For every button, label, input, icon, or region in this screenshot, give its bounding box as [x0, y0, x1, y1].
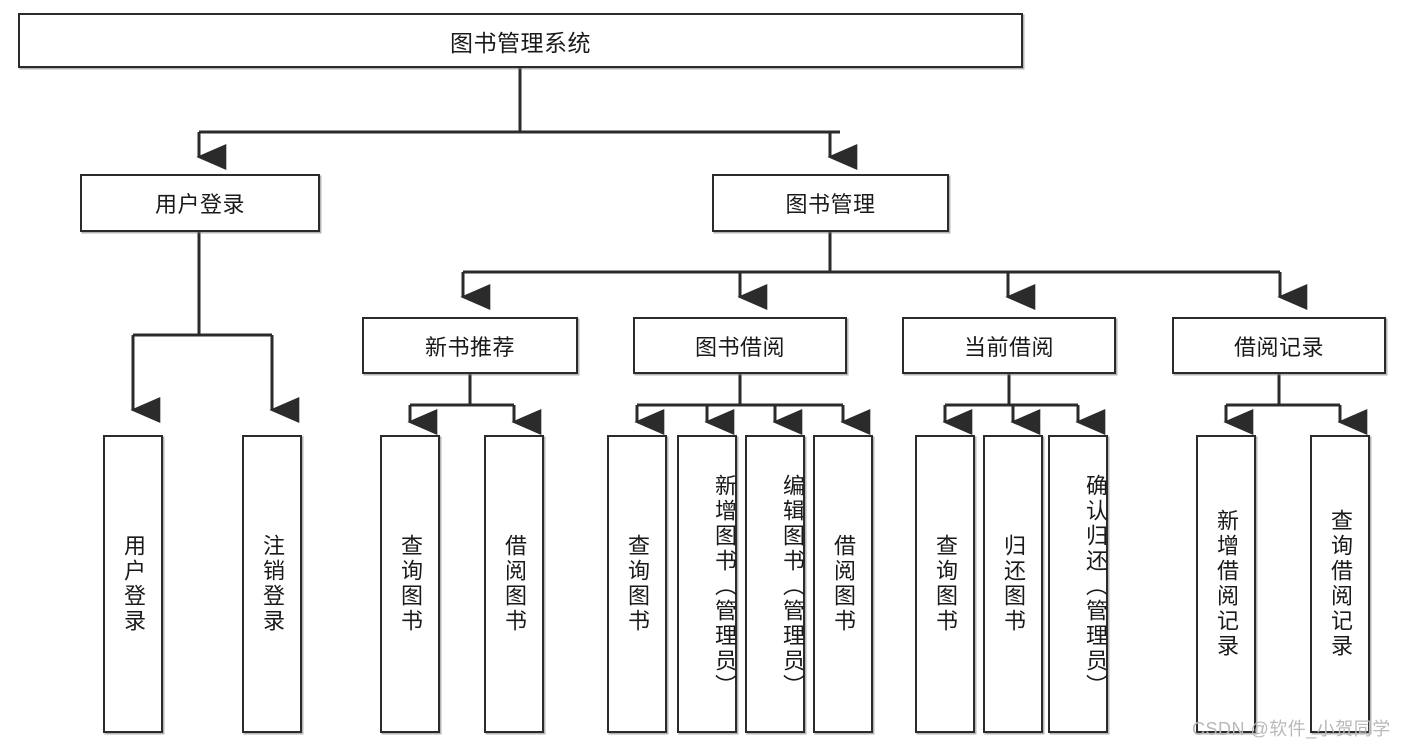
node-root-book-management-system[interactable]: 图书管理系统 — [18, 13, 1023, 68]
node-label: 编辑图书（管理员） — [780, 473, 805, 699]
node-new-book-recommend[interactable]: 新书推荐 — [362, 317, 578, 374]
node-leaf-borrow-book[interactable]: 借阅图书 — [813, 435, 873, 733]
node-label: 新增借阅记录 — [1214, 509, 1239, 659]
node-leaf-query-book-current[interactable]: 查询图书 — [915, 435, 975, 733]
node-leaf-query-borrow-record[interactable]: 查询借阅记录 — [1310, 435, 1370, 733]
node-label: 借阅图书 — [502, 534, 527, 634]
node-leaf-borrow-book-recommend[interactable]: 借阅图书 — [484, 435, 544, 733]
node-label: 借阅图书 — [831, 534, 856, 634]
node-label: 借阅记录 — [1233, 334, 1324, 360]
node-leaf-return-book[interactable]: 归还图书 — [983, 435, 1043, 733]
node-label: 当前借阅 — [963, 334, 1054, 360]
node-leaf-add-borrow-record[interactable]: 新增借阅记录 — [1196, 435, 1256, 733]
node-label: 查询图书 — [933, 534, 958, 634]
node-leaf-query-book-borrow[interactable]: 查询图书 — [607, 435, 667, 733]
node-label: 用户登录 — [121, 534, 146, 634]
node-leaf-query-book-recommend[interactable]: 查询图书 — [380, 435, 440, 733]
node-label: 图书管理 — [785, 192, 876, 217]
node-label: 确认归还（管理员） — [1083, 473, 1108, 699]
node-label: 查询图书 — [625, 534, 650, 634]
node-leaf-logout-login[interactable]: 注销登录 — [242, 435, 302, 733]
node-borrow-record[interactable]: 借阅记录 — [1172, 317, 1386, 374]
node-current-borrow[interactable]: 当前借阅 — [902, 317, 1116, 374]
node-label: 查询图书 — [398, 534, 423, 634]
node-label: 用户登录 — [154, 192, 245, 217]
node-label: 图书管理系统 — [450, 29, 591, 56]
node-leaf-user-login[interactable]: 用户登录 — [103, 435, 163, 733]
node-leaf-edit-book-admin[interactable]: 编辑图书（管理员） — [745, 435, 805, 733]
node-label: 注销登录 — [260, 534, 285, 634]
node-label: 新书推荐 — [424, 334, 515, 360]
node-book-borrow[interactable]: 图书借阅 — [633, 317, 847, 374]
node-leaf-add-book-admin[interactable]: 新增图书（管理员） — [677, 435, 737, 733]
node-label: 图书借阅 — [694, 334, 785, 360]
node-label: 归还图书 — [1001, 534, 1026, 634]
node-user-login[interactable]: 用户登录 — [80, 174, 320, 232]
node-leaf-confirm-return-admin[interactable]: 确认归还（管理员） — [1048, 435, 1108, 733]
node-book-management[interactable]: 图书管理 — [712, 174, 949, 232]
node-label: 新增图书（管理员） — [712, 473, 737, 699]
node-label: 查询借阅记录 — [1328, 509, 1353, 659]
